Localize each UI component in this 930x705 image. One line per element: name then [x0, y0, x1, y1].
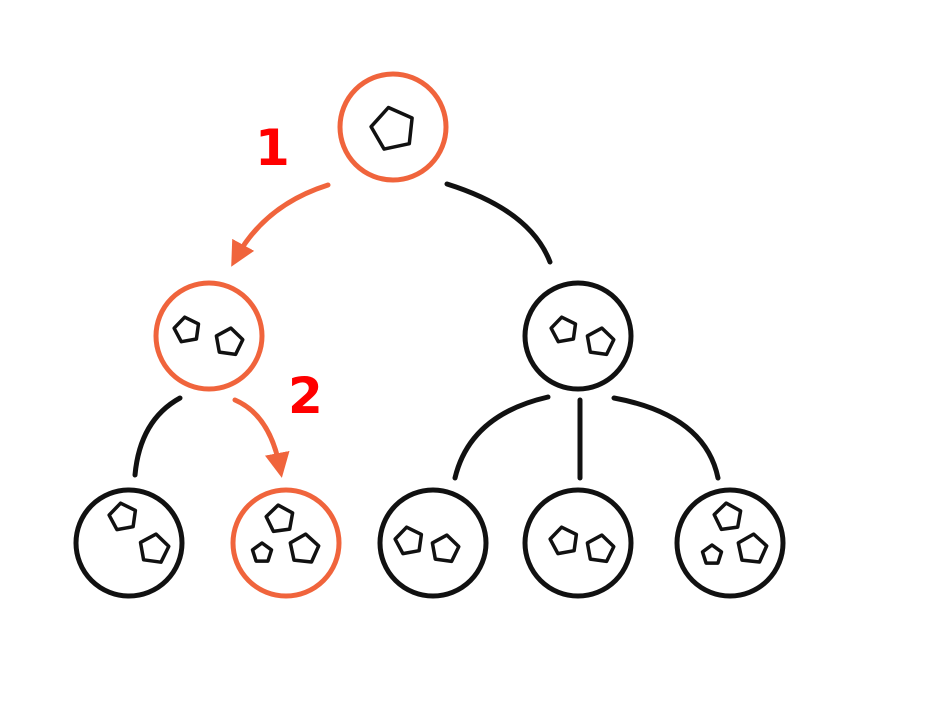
pentagon-icon — [712, 501, 743, 532]
pentagon-icon — [288, 532, 321, 564]
step-label-2: 2 — [288, 367, 323, 425]
node-circle — [230, 487, 342, 599]
step-label-1: 1 — [255, 119, 290, 177]
arrow-step-2 — [232, 397, 290, 478]
node-bottom-1 — [73, 487, 185, 599]
node-circle — [73, 487, 185, 599]
node-bottom-3 — [377, 487, 489, 599]
edges — [132, 181, 721, 481]
node-circle — [674, 487, 786, 599]
node-bottom-4 — [522, 487, 634, 599]
node-bottom-2 — [230, 487, 342, 599]
node-root — [337, 71, 449, 183]
nodes — [73, 71, 786, 599]
pentagon-icon — [172, 315, 201, 344]
pentagon-icon — [430, 533, 461, 564]
pentagon-icon — [548, 525, 579, 556]
node-circle — [522, 280, 634, 392]
edge-left-bottom1 — [132, 395, 183, 478]
pentagon-icon — [107, 501, 138, 532]
edge-right-bottom5 — [611, 395, 721, 481]
pentagon-icon — [585, 326, 616, 357]
pentagon-icon — [250, 541, 274, 563]
pentagon-icon — [736, 532, 769, 564]
node-right-mid — [522, 280, 634, 392]
node-left-mid — [153, 280, 265, 392]
pentagon-icon — [585, 533, 616, 564]
pentagon-icon — [700, 543, 724, 565]
node-bottom-5 — [674, 487, 786, 599]
pentagon-icon — [549, 315, 578, 344]
pentagon-icon — [214, 326, 245, 357]
pentagon-icon — [393, 525, 424, 556]
highlight-arrows — [231, 182, 331, 478]
node-circle — [522, 487, 634, 599]
pentagon-icon — [264, 503, 295, 534]
node-circle — [153, 280, 265, 392]
pentagon-icon — [138, 532, 171, 564]
node-circle — [337, 71, 449, 183]
edge-root-right — [444, 181, 553, 265]
arrow-step-1 — [231, 182, 331, 267]
edge-right-bottom3 — [452, 394, 551, 481]
pentagon-icon — [369, 105, 414, 151]
